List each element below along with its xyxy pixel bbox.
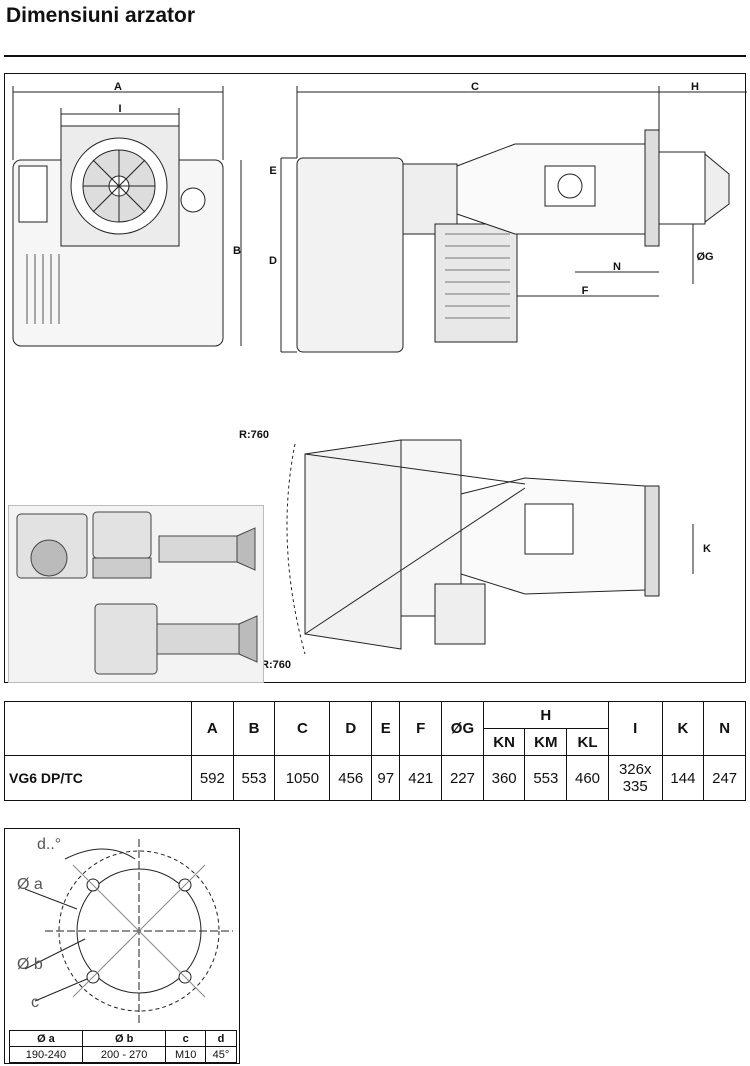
header-G: ØG bbox=[441, 701, 484, 756]
label-E: E bbox=[269, 165, 276, 177]
flange-outer-circle bbox=[58, 850, 220, 1012]
flange-svg: d..° Ø a Ø b c bbox=[17, 836, 233, 1025]
flange-angle-arc bbox=[64, 848, 136, 860]
cell-D: 456 bbox=[329, 755, 373, 801]
header-C: C bbox=[274, 701, 331, 756]
label-F: F bbox=[582, 285, 589, 297]
title-rule bbox=[4, 55, 746, 57]
label-G: ØG bbox=[696, 251, 713, 263]
flange-label-d: d..° bbox=[37, 836, 61, 853]
page-title: Dimensiuni arzator bbox=[6, 4, 196, 27]
label-D: D bbox=[269, 255, 277, 267]
flange-value-c: M10 bbox=[165, 1046, 206, 1063]
flange-label-b: Ø b bbox=[17, 956, 43, 973]
cell-F: 421 bbox=[399, 755, 443, 801]
header-H: H bbox=[482, 701, 609, 729]
service-arc bbox=[286, 443, 306, 655]
service-view-housing bbox=[304, 439, 402, 650]
flange-label-a: Ø a bbox=[17, 876, 43, 893]
flange-table: Ø a Ø b c d 190-240 200 - 270 M10 45° bbox=[9, 1030, 238, 1063]
dimension-drawing: A I B C H E D N F ØG K R:760 R:760 bbox=[4, 73, 747, 683]
header-A: A bbox=[191, 701, 234, 756]
table-row: VG6 DP/TC 592 553 1050 456 97 421 227 36… bbox=[4, 755, 746, 801]
cell-KM: 553 bbox=[524, 755, 568, 801]
cell-I-line2: 335 bbox=[622, 778, 648, 795]
flange-header-a: Ø a bbox=[9, 1030, 83, 1047]
cell-I-line1: 326x bbox=[618, 761, 652, 778]
flange-value-d: 45° bbox=[204, 1046, 238, 1063]
header-B: B bbox=[232, 701, 276, 756]
header-I: I bbox=[607, 701, 663, 756]
flange-value-a: 190-240 bbox=[9, 1046, 83, 1063]
label-I: I bbox=[118, 103, 121, 115]
side-view-flange bbox=[644, 129, 660, 247]
cell-E: 97 bbox=[371, 755, 401, 801]
flange-drawing: d..° Ø a Ø b c Ø a Ø b c d 190-240 200 -… bbox=[4, 828, 240, 1064]
header-N: N bbox=[703, 701, 746, 756]
label-N: N bbox=[613, 261, 621, 273]
cell-I: 326x 335 bbox=[607, 755, 663, 801]
header-KM: KM bbox=[524, 728, 568, 756]
flange-header-d: d bbox=[204, 1030, 238, 1047]
burner-photo-inset bbox=[8, 505, 264, 683]
label-A: A bbox=[114, 81, 122, 93]
cell-C: 1050 bbox=[274, 755, 331, 801]
label-radius-top: R:760 bbox=[239, 429, 269, 441]
header-F: F bbox=[399, 701, 443, 756]
dimensions-table: A B C D E F ØG H I K N KN KM KL VG6 DP/T… bbox=[4, 701, 746, 801]
header-KL: KL bbox=[566, 728, 609, 756]
table-row: 190-240 200 - 270 M10 45° bbox=[9, 1046, 238, 1063]
header-K: K bbox=[661, 701, 705, 756]
side-view-blast-tube bbox=[658, 151, 706, 225]
header-E: E bbox=[371, 701, 401, 756]
label-H: H bbox=[691, 81, 699, 93]
cell-N: 247 bbox=[703, 755, 746, 801]
label-C: C bbox=[471, 81, 479, 93]
side-view-housing bbox=[296, 157, 404, 353]
drawing-svg: A I B C H E D N F ØG K R:760 R:760 bbox=[12, 81, 747, 671]
cell-A: 592 bbox=[191, 755, 234, 801]
cell-KN: 360 bbox=[482, 755, 526, 801]
cell-model: VG6 DP/TC bbox=[4, 755, 192, 801]
header-KN: KN bbox=[482, 728, 526, 756]
side-view-air-box bbox=[434, 223, 518, 343]
flange-header-c: c bbox=[165, 1030, 206, 1047]
label-K: K bbox=[703, 543, 711, 555]
flange-label-c: c bbox=[31, 994, 39, 1011]
flange-header-b: Ø b bbox=[81, 1030, 167, 1047]
header-D: D bbox=[329, 701, 373, 756]
cell-G: 227 bbox=[441, 755, 484, 801]
header-empty bbox=[4, 701, 192, 756]
cell-K: 144 bbox=[661, 755, 705, 801]
flange-value-b: 200 - 270 bbox=[81, 1046, 167, 1063]
cell-KL: 460 bbox=[566, 755, 609, 801]
cell-B: 553 bbox=[232, 755, 276, 801]
label-radius-bottom: R:760 bbox=[261, 659, 291, 671]
label-B: B bbox=[233, 245, 241, 257]
